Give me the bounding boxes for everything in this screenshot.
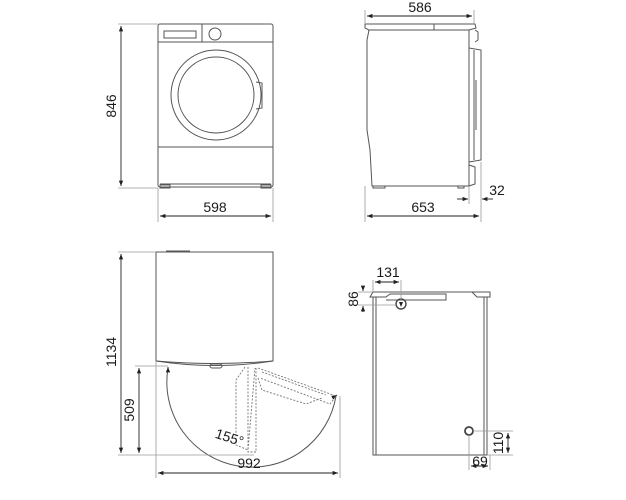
- inlet-vertical-label: 86: [345, 291, 361, 307]
- inlet-horizontal-label: 131: [376, 264, 400, 280]
- open-depth-label: 1134: [103, 337, 119, 367]
- detergent-drawer: [163, 30, 197, 39]
- side-view: 586 653 32: [364, 0, 505, 222]
- front-width-label: 598: [203, 199, 227, 215]
- top-view: 155° 1134 509 992: [103, 250, 341, 478]
- side-total-depth-label: 653: [411, 199, 435, 215]
- door-outer-ring: [170, 49, 262, 141]
- machine-body: [157, 23, 274, 188]
- door-angle-label: 155°: [213, 425, 245, 449]
- door-handle: [209, 363, 223, 369]
- drain-outlet-icon: [464, 426, 474, 436]
- side-depth-label: 586: [408, 0, 432, 15]
- control-knob-icon: [208, 27, 222, 41]
- machine-top-body: [155, 251, 274, 364]
- door-protrusion-label: 32: [489, 182, 505, 198]
- door-radius-label: 509: [121, 398, 137, 422]
- door-swing-arc: [166, 367, 337, 468]
- machine-side-body: [364, 23, 477, 187]
- machine-rear-body: [369, 291, 491, 456]
- front-view: 846 598: [103, 23, 274, 222]
- rear-view: 131 86 110 69: [345, 264, 513, 470]
- door-glass: [177, 56, 255, 134]
- open-width-label: 992: [237, 455, 261, 471]
- front-height-label: 846: [103, 94, 119, 118]
- drain-vertical-label: 110: [490, 432, 506, 455]
- drain-horizontal-label: 69: [472, 453, 488, 469]
